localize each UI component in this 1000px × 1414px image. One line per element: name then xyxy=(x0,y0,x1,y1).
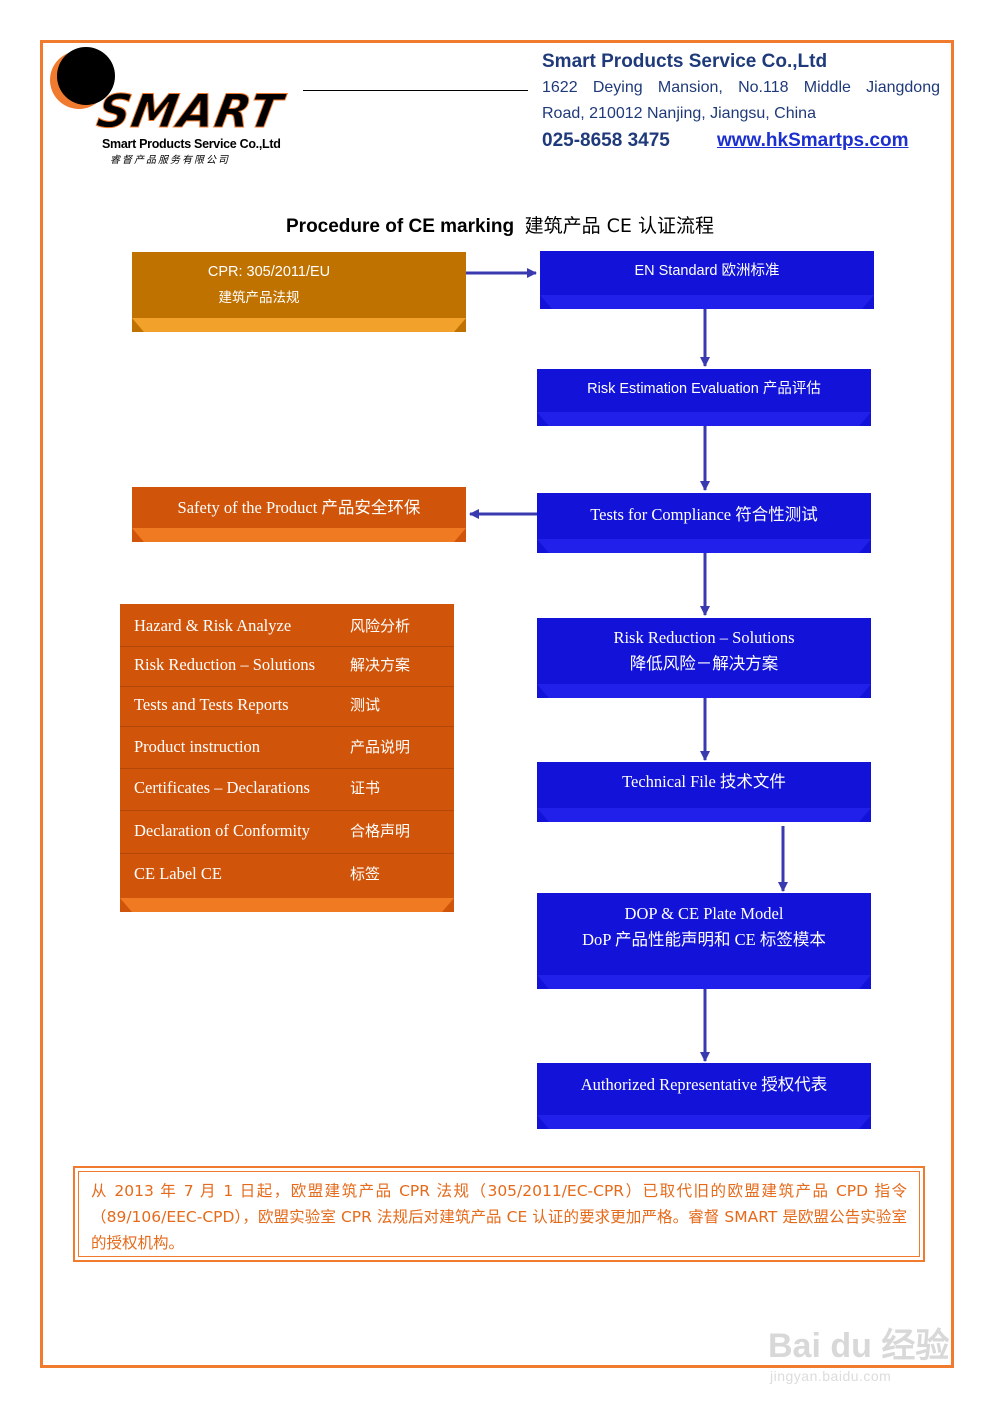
list-item: Risk Reduction – Solutions 解决方案 xyxy=(134,655,411,674)
technical-file-label: Technical File 技术文件 xyxy=(622,772,786,791)
tests-compliance-box: Tests for Compliance 符合性测试 xyxy=(537,493,871,553)
list-item: CE Label CE 标签 xyxy=(134,864,381,883)
dop-line2: DoP 产品性能声明和 CE 标签模本 xyxy=(582,930,826,949)
company-name: Smart Products Service Co.,Ltd xyxy=(542,51,828,72)
technical-file-box: Technical File 技术文件 xyxy=(537,762,871,822)
risk-reduction-line2: 降低风险－解决方案 xyxy=(629,654,779,673)
cpr-note: 从 2013 年 7 月 1 日起，欧盟建筑产品 CPR 法规（305/2011… xyxy=(73,1166,925,1262)
watermark-logo: Bai du 经验 xyxy=(768,1327,950,1365)
cpr-line2: 建筑产品法规 xyxy=(218,290,300,306)
safety-label: Safety of the Product 产品安全环保 xyxy=(177,498,421,517)
page-title: Procedure of CE marking 建筑产品 CE 认证流程 xyxy=(0,211,1000,238)
list-item: Hazard & Risk Analyze 风险分析 xyxy=(134,616,411,635)
watermark-url: jingyan.baidu.com xyxy=(770,1368,892,1384)
tests-compliance-label: Tests for Compliance 符合性测试 xyxy=(590,505,818,524)
dop-line1: DOP & CE Plate Model xyxy=(624,904,784,923)
page-frame xyxy=(40,40,954,1368)
list-item: Tests and Tests Reports 测试 xyxy=(134,695,381,714)
list-item: Certificates – Declarations 证书 xyxy=(134,778,381,797)
title-en: Procedure of CE marking xyxy=(286,216,515,237)
company-address-line1: 1622 Deying Mansion, No.118 Middle Jiang… xyxy=(542,79,940,96)
list-item: Product instruction 产品说明 xyxy=(134,737,411,756)
company-address-line2: Road, 210012 Nanjing, Jiangsu, China xyxy=(542,105,816,122)
risk-estimation-label: Risk Estimation Evaluation 产品评估 xyxy=(587,381,821,397)
logo-circle xyxy=(57,47,115,105)
company-website-link[interactable]: www.hkSmartps.com xyxy=(717,130,909,151)
title-cn: 建筑产品 CE 认证流程 xyxy=(524,215,714,237)
risk-estimation-box: Risk Estimation Evaluation 产品评估 xyxy=(537,369,871,426)
company-phone: 025-8658 3475 xyxy=(542,130,670,151)
en-standard-box: EN Standard 欧洲标准 xyxy=(540,251,874,309)
dop-box: DOP & CE Plate Model DoP 产品性能声明和 CE 标签模本 xyxy=(537,893,871,989)
logo-company-en: Smart Products Service Co.,Ltd xyxy=(102,137,281,151)
risk-reduction-box: Risk Reduction – Solutions 降低风险－解决方案 xyxy=(537,618,871,698)
authorized-rep-label: Authorized Representative 授权代表 xyxy=(580,1075,828,1094)
logo-company-cn: 睿督产品服务有限公司 xyxy=(110,155,230,166)
documents-list: Hazard & Risk Analyze 风险分析 Risk Reductio… xyxy=(120,604,454,912)
cpr-line1: CPR: 305/2011/EU xyxy=(207,264,331,280)
en-standard-label: EN Standard 欧洲标准 xyxy=(634,263,780,279)
safety-box: Safety of the Product 产品安全环保 xyxy=(132,487,466,542)
header-divider xyxy=(303,90,528,91)
cpr-box: CPR: 305/2011/EU 建筑产品法规 xyxy=(132,252,466,332)
risk-reduction-line1: Risk Reduction – Solutions xyxy=(613,628,795,647)
list-item: Declaration of Conformity 合格声明 xyxy=(134,821,411,840)
authorized-rep-box: Authorized Representative 授权代表 xyxy=(537,1063,871,1129)
